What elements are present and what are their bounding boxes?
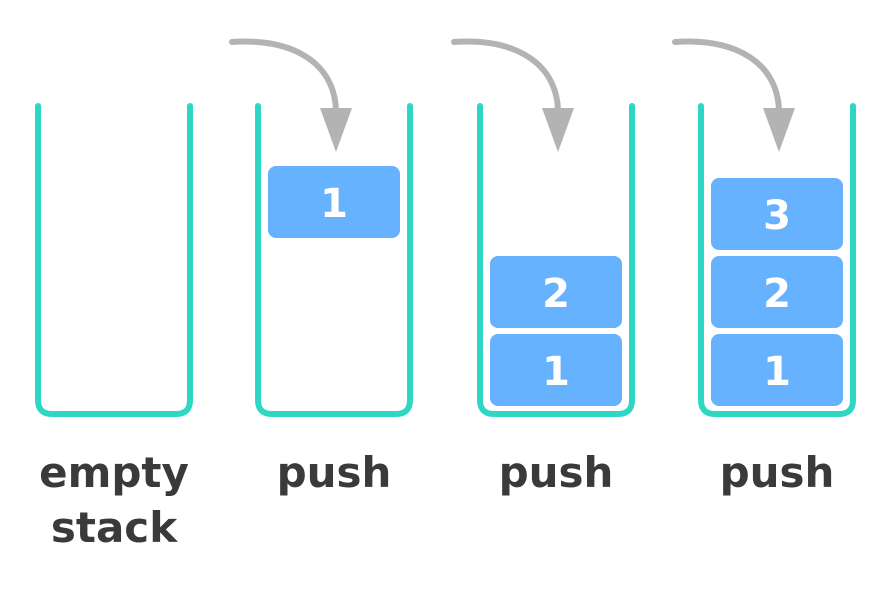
stack-block: 2 — [490, 256, 622, 328]
stack-block-label: 2 — [542, 271, 570, 317]
stack-block: 1 — [268, 166, 400, 238]
push-arrow-4 — [672, 38, 782, 113]
stacks-layer: empty stack 1 push 1 2 push 1 2 3 push — [35, 38, 856, 552]
stack-block: 1 — [711, 334, 843, 406]
stack-caption: push — [277, 448, 392, 497]
stack-block-rect — [711, 178, 843, 250]
stack-4: 1 2 3 push — [672, 38, 856, 497]
stack-block-label: 1 — [763, 349, 791, 395]
stack-caption: push — [499, 448, 614, 497]
stack-block-label: 2 — [763, 271, 791, 317]
push-arrow-3 — [451, 38, 561, 113]
stack-block: 1 — [490, 334, 622, 406]
stack-container-2 — [255, 103, 413, 417]
stack-3: 1 2 push — [451, 38, 635, 497]
stack-block-rect — [490, 334, 622, 406]
stack-2: 1 push — [229, 38, 413, 497]
stack-caption: empty — [39, 448, 189, 497]
stack-1: empty stack — [35, 103, 193, 552]
stack-block-rect — [711, 334, 843, 406]
stack-caption: stack — [51, 503, 178, 552]
stack-block: 3 — [711, 178, 843, 250]
stack-block-rect — [711, 256, 843, 328]
stack-container-4 — [698, 103, 856, 417]
stack-block-label: 1 — [542, 349, 570, 395]
stack-block-rect — [490, 256, 622, 328]
stack-container-3 — [477, 103, 635, 417]
push-arrowhead-2 — [320, 108, 352, 152]
push-arrowhead-4 — [763, 108, 795, 152]
stack-block-label: 3 — [763, 193, 791, 239]
push-arrow-2 — [229, 38, 339, 113]
stack-block: 2 — [711, 256, 843, 328]
push-arrowhead-3 — [542, 108, 574, 152]
stack-container-1 — [35, 103, 193, 417]
stack-block-rect — [268, 166, 400, 238]
stack-caption: push — [720, 448, 835, 497]
stack-block-label: 1 — [320, 181, 348, 227]
